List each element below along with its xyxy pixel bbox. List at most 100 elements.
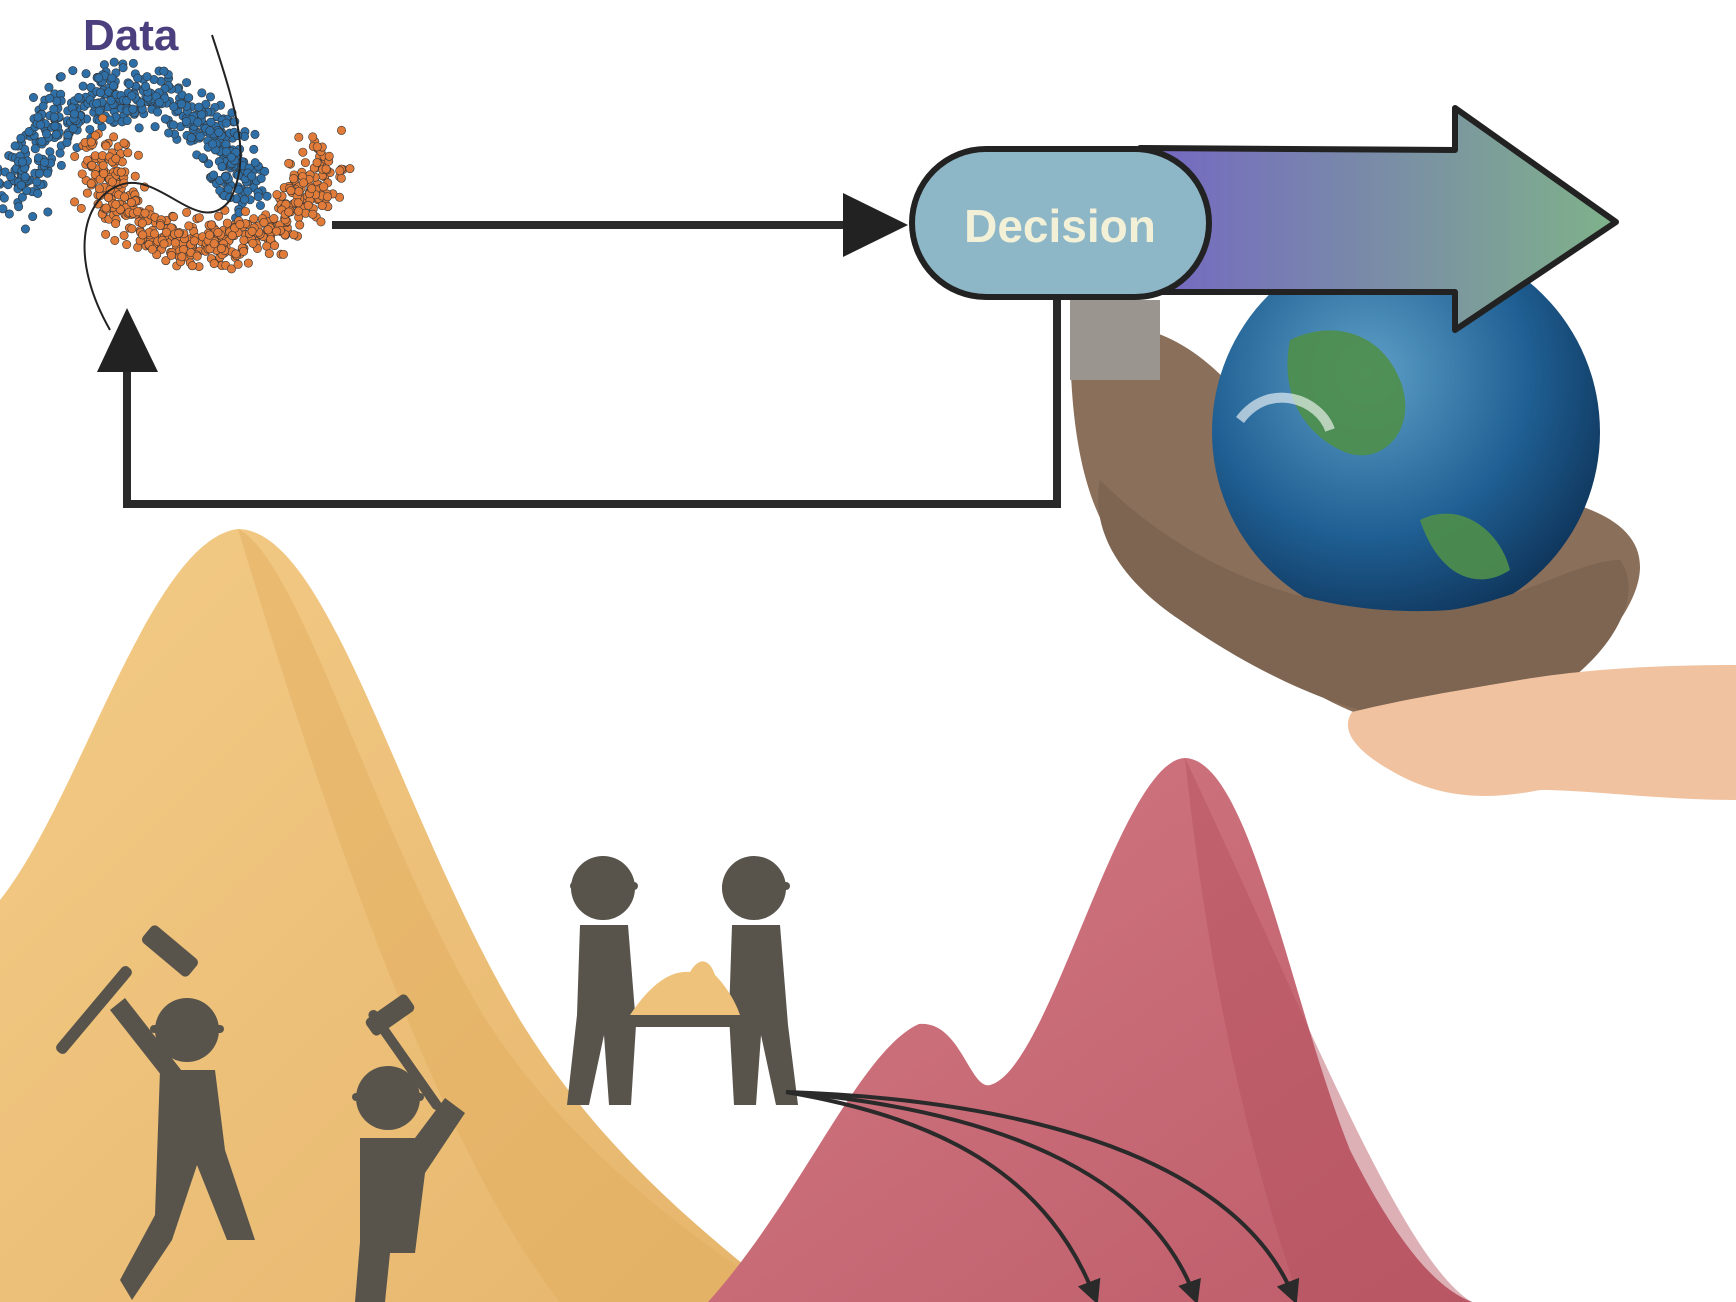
- data-scatter-clusters: [0, 57, 355, 274]
- orange-data-point: [161, 256, 171, 266]
- blue-data-point: [24, 127, 34, 137]
- blue-data-point: [4, 209, 14, 219]
- blue-data-point: [16, 133, 26, 143]
- blue-data-point: [49, 112, 59, 122]
- orange-data-point: [336, 173, 346, 183]
- blue-data-point: [243, 186, 253, 196]
- orange-data-point: [243, 258, 253, 268]
- blue-data-point: [214, 127, 224, 137]
- orange-data-point: [270, 241, 280, 251]
- blue-data-point: [38, 101, 48, 111]
- blue-data-point: [250, 158, 260, 168]
- blue-data-point: [205, 126, 215, 136]
- orange-data-point: [119, 192, 129, 202]
- orange-data-point: [147, 244, 157, 254]
- orange-data-point: [94, 184, 104, 194]
- blue-data-point: [150, 122, 160, 132]
- blue-data-point: [106, 96, 116, 106]
- blue-data-point: [45, 93, 55, 103]
- sampling-arrow-1: [785, 1090, 1101, 1302]
- blue-data-point: [0, 204, 8, 214]
- orange-data-point: [295, 220, 305, 230]
- blue-data-point: [43, 207, 53, 217]
- orange-data-point: [259, 218, 269, 228]
- orange-data-point: [192, 251, 202, 261]
- blue-data-point: [154, 97, 164, 107]
- orange-data-point: [247, 226, 257, 236]
- orange-data-point: [82, 188, 92, 198]
- blue-data-point: [10, 141, 20, 151]
- orange-data-point: [137, 218, 147, 228]
- blue-data-point: [193, 117, 203, 127]
- blue-data-point: [208, 139, 218, 149]
- orange-data-point: [272, 226, 282, 236]
- orange-data-point: [298, 147, 308, 157]
- blue-data-point: [153, 107, 163, 117]
- orange-data-point: [107, 177, 117, 187]
- blue-data-point: [96, 88, 106, 98]
- blue-data-point: [141, 81, 151, 91]
- orange-data-point: [214, 211, 224, 221]
- orange-data-point: [103, 193, 113, 203]
- orange-data-point: [149, 229, 159, 239]
- blue-data-point: [107, 73, 117, 83]
- blue-data-point: [30, 144, 40, 154]
- blue-data-point: [0, 169, 2, 177]
- orange-data-point: [123, 148, 133, 158]
- blue-data-point: [51, 129, 61, 139]
- blue-data-point: [42, 129, 52, 139]
- blue-data-point: [250, 129, 260, 139]
- blue-data-point: [205, 92, 215, 102]
- orange-data-point: [77, 169, 87, 179]
- blue-data-point: [16, 180, 26, 190]
- blue-data-point: [81, 69, 91, 79]
- blue-data-point: [44, 82, 54, 92]
- blue-data-point: [108, 81, 118, 91]
- blue-data-point: [221, 139, 231, 149]
- blue-data-point: [217, 162, 227, 172]
- blue-data-point: [20, 224, 30, 234]
- orange-data-point: [324, 151, 334, 161]
- blue-data-point: [249, 144, 259, 154]
- blue-data-point: [50, 121, 60, 131]
- red-mountain-ridge: [1185, 758, 1472, 1302]
- blue-data-point: [36, 120, 46, 130]
- blue-data-point: [28, 92, 38, 102]
- orange-data-point: [284, 158, 294, 168]
- blue-data-point: [17, 157, 27, 167]
- orange-data-point: [119, 138, 129, 148]
- orange-data-point: [111, 219, 121, 229]
- blue-data-point: [122, 116, 132, 126]
- blue-data-point: [128, 58, 138, 68]
- blue-data-point: [28, 212, 38, 222]
- orange-data-point: [70, 197, 80, 207]
- blue-data-point: [233, 131, 243, 141]
- blue-data-point: [74, 92, 84, 102]
- orange-data-point: [239, 235, 249, 245]
- orange-data-point: [213, 227, 223, 237]
- blue-data-point: [124, 79, 134, 89]
- orange-data-point: [170, 238, 180, 248]
- orange-data-point: [161, 227, 171, 237]
- orange-data-point: [169, 212, 179, 222]
- sampling-arrow-3: [785, 1090, 1300, 1302]
- orange-data-point: [240, 207, 250, 217]
- blue-data-point: [206, 117, 216, 127]
- orange-data-point: [294, 132, 304, 142]
- blue-data-point: [17, 192, 27, 202]
- blue-data-point: [20, 172, 30, 182]
- blue-data-point: [160, 114, 170, 124]
- blue-data-point: [92, 98, 102, 108]
- orange-data-point: [264, 249, 274, 259]
- blue-data-point: [55, 148, 65, 158]
- orange-data-point: [140, 208, 150, 218]
- orange-data-point: [286, 186, 296, 196]
- blue-data-point: [68, 66, 78, 76]
- blue-data-point: [255, 200, 265, 210]
- orange-data-point: [222, 218, 232, 228]
- data-label: Data: [83, 11, 179, 60]
- orange-data-point: [322, 192, 332, 202]
- orange-data-point: [227, 231, 237, 241]
- orange-data-point: [98, 113, 108, 123]
